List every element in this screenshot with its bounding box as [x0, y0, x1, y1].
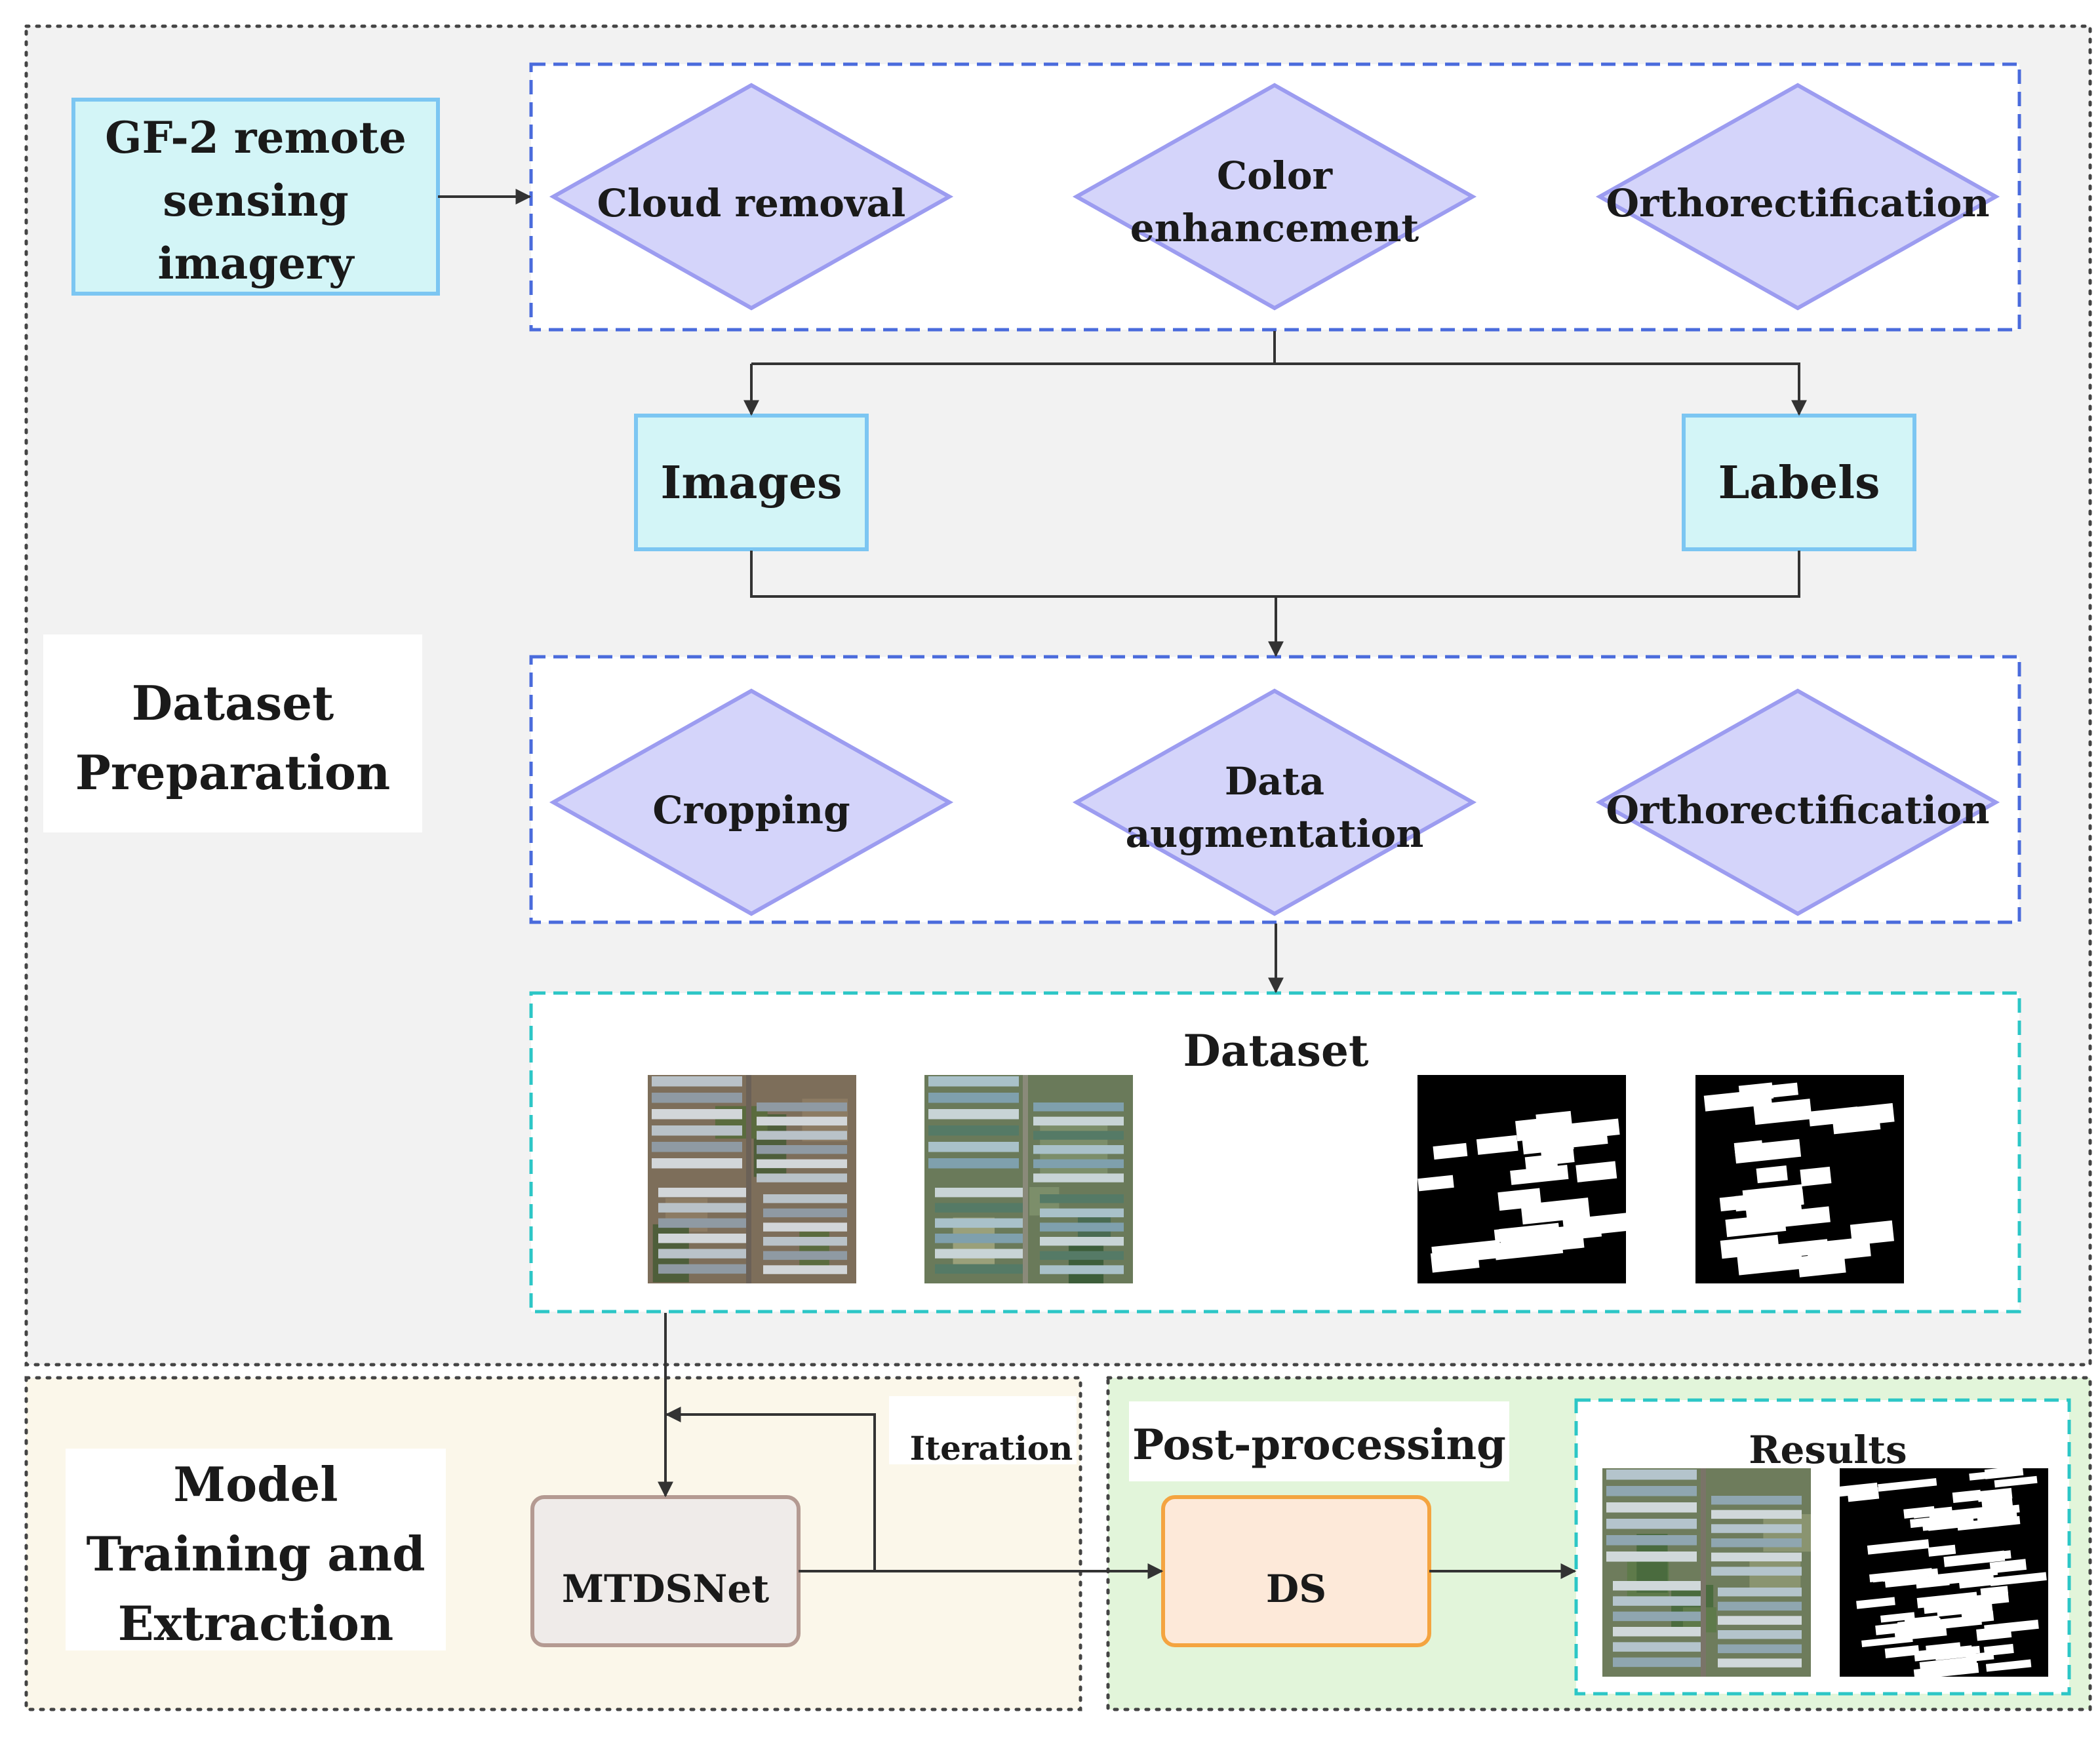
orthorectification-label-1: Orthorectification [1606, 181, 1989, 225]
labels-node [1682, 414, 1916, 551]
post-processing-label-box [1129, 1401, 1509, 1481]
dataset-preparation-label-box [43, 634, 422, 832]
orthorectification-diamond-1 [1595, 83, 2000, 311]
ds-label: DS [1266, 1567, 1326, 1611]
images-node [634, 414, 869, 551]
binary-mask-thumbnail [1695, 1075, 1904, 1283]
color-enhancement-diamond [1072, 83, 1477, 311]
dataset-title: Dataset [1183, 1025, 1369, 1076]
cloud-removal-label: Cloud removal [597, 181, 906, 225]
results-title: Results [1749, 1428, 1907, 1472]
iteration-loop-arrow [665, 1407, 876, 1571]
orthorectification-diamond-2 [1595, 688, 2000, 916]
to-labels-arrow [1275, 362, 1807, 416]
cloud-removal-diamond [549, 83, 954, 311]
binary-mask-thumbnail [1417, 1075, 1626, 1283]
mtdsnet-label: MTDSNet [562, 1567, 769, 1611]
data-augmentation-diamond [1072, 688, 1477, 916]
images-label: Images [661, 457, 842, 509]
cropping-diamond [549, 688, 954, 916]
binary-mask-thumbnail [1840, 1468, 2048, 1677]
orthorectification-label-2: Orthorectification [1606, 788, 1989, 832]
connectors [438, 189, 1807, 1579]
post-processing-label: Post-processing [1132, 1420, 1506, 1470]
aerial-image-thumbnail [1602, 1468, 1811, 1677]
labels-label: Labels [1718, 457, 1880, 509]
iteration-label: Iteration [910, 1429, 1073, 1468]
aerial-image-thumbnail [924, 1075, 1133, 1283]
model-training-label-box [66, 1449, 446, 1650]
iteration-label-box [889, 1396, 1077, 1464]
cropping-label: Cropping [652, 788, 850, 832]
source-node [71, 98, 440, 296]
aerial-image-thumbnail [648, 1075, 856, 1283]
